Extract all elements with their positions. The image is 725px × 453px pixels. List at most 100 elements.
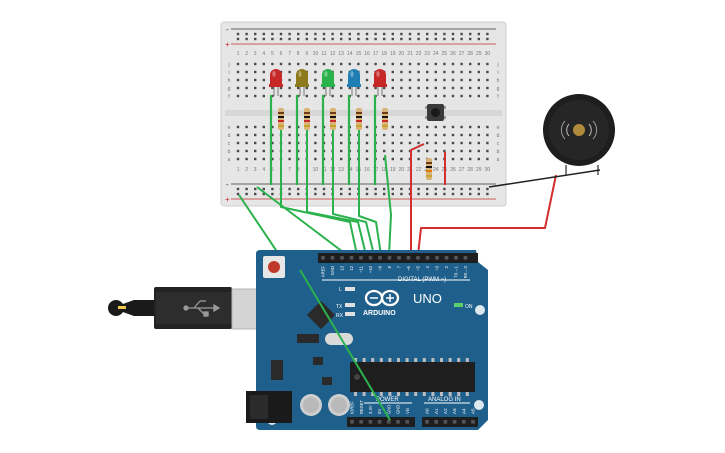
wire-gnd[interactable] <box>256 186 348 256</box>
led-blue[interactable] <box>347 69 361 96</box>
terminal-hole[interactable] <box>460 149 463 153</box>
rail-hole[interactable] <box>314 187 317 191</box>
terminal-hole[interactable] <box>486 149 489 153</box>
terminal-hole[interactable] <box>340 94 343 98</box>
rail-hole[interactable] <box>400 32 403 36</box>
terminal-hole[interactable] <box>297 62 300 66</box>
rail-hole[interactable] <box>391 187 394 191</box>
power-pin[interactable] <box>396 420 400 424</box>
terminal-hole[interactable] <box>236 125 240 129</box>
push-button[interactable] <box>425 104 446 121</box>
power-jack[interactable] <box>246 391 292 423</box>
power-pin[interactable] <box>368 420 373 424</box>
terminal-hole[interactable] <box>365 78 369 82</box>
rail-hole[interactable] <box>236 37 240 41</box>
terminal-hole[interactable] <box>391 133 394 137</box>
rail-hole[interactable] <box>305 37 308 41</box>
terminal-hole[interactable] <box>288 70 291 74</box>
rail-hole[interactable] <box>314 192 317 196</box>
digital-pin[interactable] <box>321 256 325 260</box>
resistor-pulldown[interactable] <box>426 158 432 180</box>
terminal-hole[interactable] <box>408 133 412 137</box>
rail-hole[interactable] <box>236 187 240 191</box>
rail-hole[interactable] <box>434 187 437 191</box>
terminal-hole[interactable] <box>417 157 420 161</box>
terminal-hole[interactable] <box>254 94 257 98</box>
terminal-hole[interactable] <box>314 125 317 129</box>
terminal-hole[interactable] <box>288 62 291 66</box>
terminal-hole[interactable] <box>426 78 429 82</box>
wire-pin12[interactable] <box>306 130 367 256</box>
terminal-hole[interactable] <box>426 141 429 145</box>
digital-pin[interactable] <box>387 256 392 260</box>
terminal-hole[interactable] <box>417 94 420 98</box>
terminal-hole[interactable] <box>477 62 480 66</box>
terminal-hole[interactable] <box>400 86 403 90</box>
rail-hole[interactable] <box>383 187 386 191</box>
terminal-hole[interactable] <box>400 62 403 66</box>
terminal-hole[interactable] <box>451 86 455 90</box>
terminal-hole[interactable] <box>271 86 274 90</box>
terminal-hole[interactable] <box>451 125 455 129</box>
terminal-hole[interactable] <box>254 141 257 145</box>
terminal-hole[interactable] <box>314 86 317 90</box>
terminal-hole[interactable] <box>391 86 394 90</box>
terminal-hole[interactable] <box>245 149 248 153</box>
rail-hole[interactable] <box>383 192 386 196</box>
terminal-hole[interactable] <box>400 149 403 153</box>
terminal-hole[interactable] <box>365 141 369 145</box>
digital-pin[interactable] <box>454 256 458 260</box>
analog-pin[interactable] <box>434 420 438 424</box>
terminal-hole[interactable] <box>254 86 257 90</box>
terminal-hole[interactable] <box>469 125 472 129</box>
terminal-hole[interactable] <box>288 133 291 137</box>
terminal-hole[interactable] <box>245 70 248 74</box>
digital-pin[interactable] <box>340 256 344 260</box>
terminal-hole[interactable] <box>426 86 429 90</box>
rail-hole[interactable] <box>314 37 317 41</box>
terminal-hole[interactable] <box>245 133 248 137</box>
rail-hole[interactable] <box>460 32 463 36</box>
terminal-hole[interactable] <box>486 86 489 90</box>
terminal-hole[interactable] <box>254 62 257 66</box>
terminal-hole[interactable] <box>236 62 240 66</box>
terminal-hole[interactable] <box>331 86 334 90</box>
terminal-hole[interactable] <box>391 157 394 161</box>
terminal-hole[interactable] <box>262 62 265 66</box>
rail-hole[interactable] <box>434 32 437 36</box>
terminal-hole[interactable] <box>400 70 403 74</box>
terminal-hole[interactable] <box>477 133 480 137</box>
terminal-hole[interactable] <box>340 62 343 66</box>
terminal-hole[interactable] <box>426 70 429 74</box>
terminal-hole[interactable] <box>383 149 386 153</box>
rail-hole[interactable] <box>477 192 480 196</box>
terminal-hole[interactable] <box>391 141 394 145</box>
terminal-hole[interactable] <box>451 62 455 66</box>
power-pin[interactable] <box>405 420 409 424</box>
digital-pin[interactable] <box>416 256 420 260</box>
terminal-hole[interactable] <box>391 78 394 82</box>
rail-hole[interactable] <box>322 32 326 36</box>
terminal-hole[interactable] <box>408 94 412 98</box>
rail-hole[interactable] <box>374 187 377 191</box>
rail-hole[interactable] <box>245 187 248 191</box>
terminal-hole[interactable] <box>340 141 343 145</box>
rail-hole[interactable] <box>348 192 351 196</box>
terminal-hole[interactable] <box>297 149 300 153</box>
terminal-hole[interactable] <box>443 149 446 153</box>
rail-hole[interactable] <box>340 32 343 36</box>
terminal-hole[interactable] <box>305 62 308 66</box>
digital-pin[interactable] <box>425 256 430 260</box>
rail-hole[interactable] <box>262 192 265 196</box>
rail-hole[interactable] <box>486 32 489 36</box>
terminal-hole[interactable] <box>322 86 326 90</box>
terminal-hole[interactable] <box>391 149 394 153</box>
terminal-hole[interactable] <box>322 62 326 66</box>
rail-hole[interactable] <box>245 32 248 36</box>
terminal-hole[interactable] <box>477 141 480 145</box>
terminal-hole[interactable] <box>236 133 240 137</box>
rail-hole[interactable] <box>365 37 369 41</box>
terminal-hole[interactable] <box>434 133 437 137</box>
rail-hole[interactable] <box>400 192 403 196</box>
terminal-hole[interactable] <box>451 78 455 82</box>
